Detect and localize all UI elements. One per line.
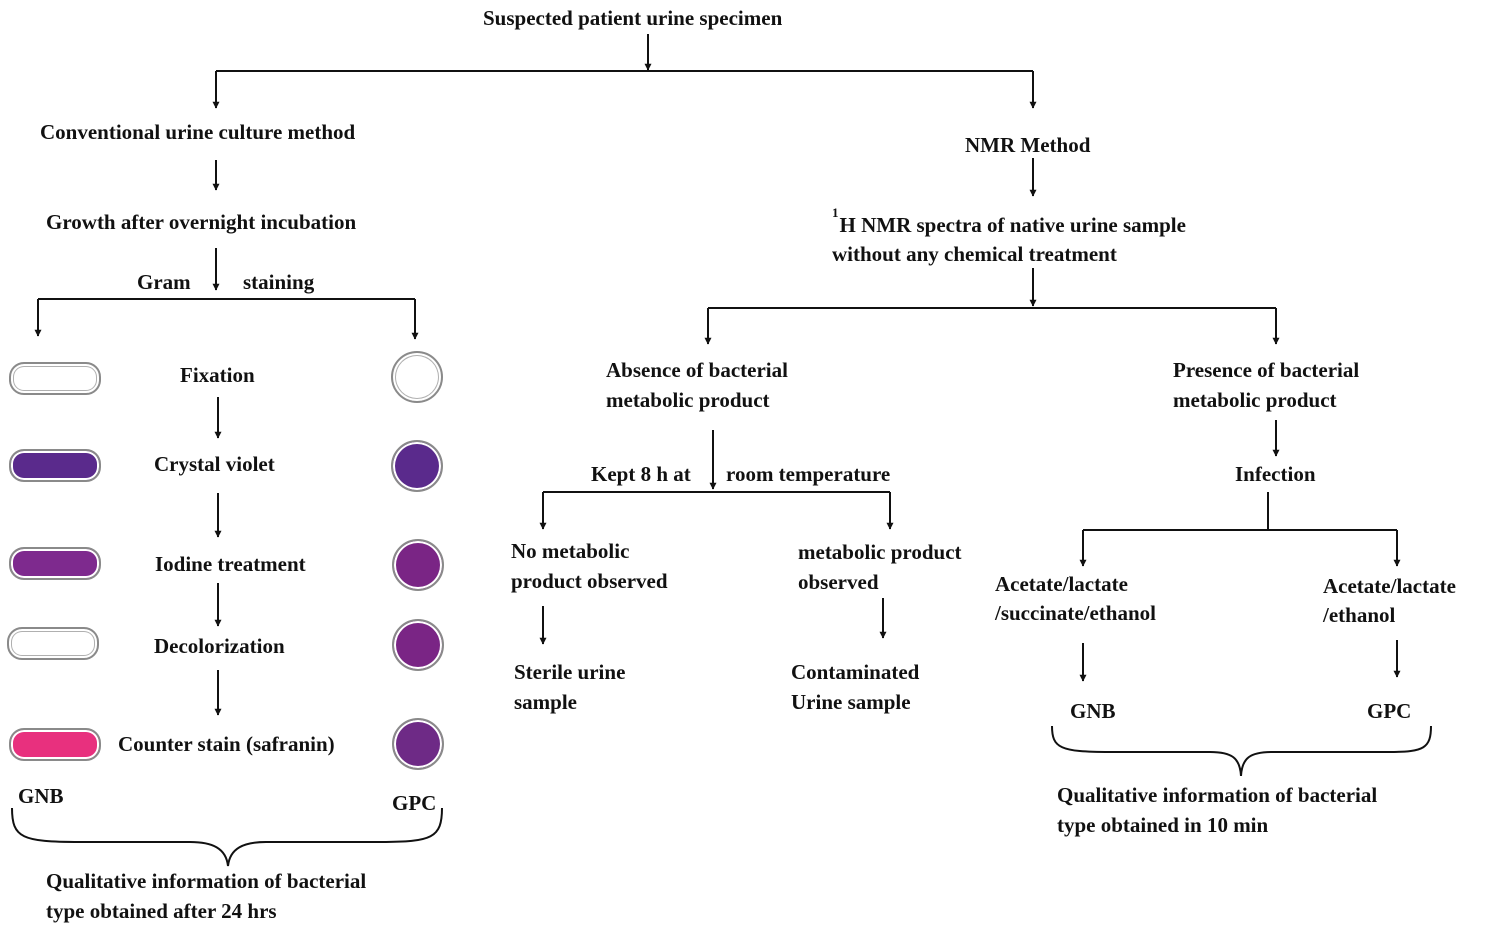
gnb-metabolites-line2: /succinate/ethanol [995,601,1156,625]
gpc-cell-decolorized [392,619,444,671]
gnb-cell-crystal-violet [9,449,101,482]
staining-label: staining [243,270,315,294]
nmr-isotope-superscript: 1 [832,205,839,220]
absence-line2: metabolic product [606,388,770,412]
nmr-gpc-label: GPC [1367,699,1412,723]
root-connectors [212,34,1037,109]
nmr-result-line2: type obtained in 10 min [1057,813,1269,837]
step-counterstain-label: Counter stain (safranin) [118,732,335,756]
nmr-spectra-line2: without any chemical treatment [832,242,1117,266]
metabolic-observed-line2: observed [798,570,879,594]
gnb-metabolites-line1: Acetate/lactate [995,572,1128,596]
presence-line1: Presence of bacterial [1173,358,1360,382]
gnb-cell-decolorized [7,627,99,660]
step-iodine-label: Iodine treatment [155,552,306,576]
gnb-cell-iodine [9,547,101,580]
contaminated-line1: Contaminated [791,660,920,684]
gpc-cell-counterstain [392,718,444,770]
contaminated-line2: Urine sample [791,690,911,714]
nmr-spectra-line1: 1H NMR spectra of native urine sample [832,206,1186,240]
conventional-method-title: Conventional urine culture method [40,120,356,144]
infection-label: Infection [1235,462,1316,486]
conventional-gnb-label: GNB [18,784,64,808]
gnb-cell-safranin [9,728,101,761]
gpc-metabolites-line1: Acetate/lactate [1323,574,1456,598]
sterile-line2: sample [514,690,577,714]
sterile-line1: Sterile urine [514,660,626,684]
conventional-gpc-label: GPC [392,791,437,815]
nmr-result-line1: Qualitative information of bacterial [1057,783,1378,807]
gpc-cell-crystal-violet [391,440,443,492]
step-fixation-label: Fixation [180,363,255,387]
gram-label: Gram [137,270,191,294]
kept-8h-label: Kept 8 h at [591,462,691,486]
no-metabolic-line2: product observed [511,569,668,593]
room-temperature-label: room temperature [726,462,891,486]
presence-line2: metabolic product [1173,388,1337,412]
conventional-result-line2: type obtained after 24 hrs [46,899,277,923]
gpc-cell-fixation [391,351,443,403]
gnb-cell-fixation [9,362,101,395]
nmr-spectra-text: H NMR spectra of native urine sample [839,213,1186,237]
nmr-connectors [539,158,1432,777]
absence-line1: Absence of bacterial [606,358,788,382]
nmr-gnb-label: GNB [1070,699,1116,723]
step-decolorization-label: Decolorization [154,634,285,658]
metabolic-observed-line1: metabolic product [798,540,962,564]
conventional-result-line1: Qualitative information of bacterial [46,869,367,893]
no-metabolic-line1: No metabolic [511,539,630,563]
conventional-connectors [11,160,443,867]
gpc-metabolites-line2: /ethanol [1323,603,1396,627]
root-specimen-label: Suspected patient urine specimen [483,6,783,30]
nmr-method-title: NMR Method [965,133,1091,157]
growth-label: Growth after overnight incubation [46,210,357,234]
step-crystal-violet-label: Crystal violet [154,452,275,476]
gpc-cell-iodine [392,539,444,591]
